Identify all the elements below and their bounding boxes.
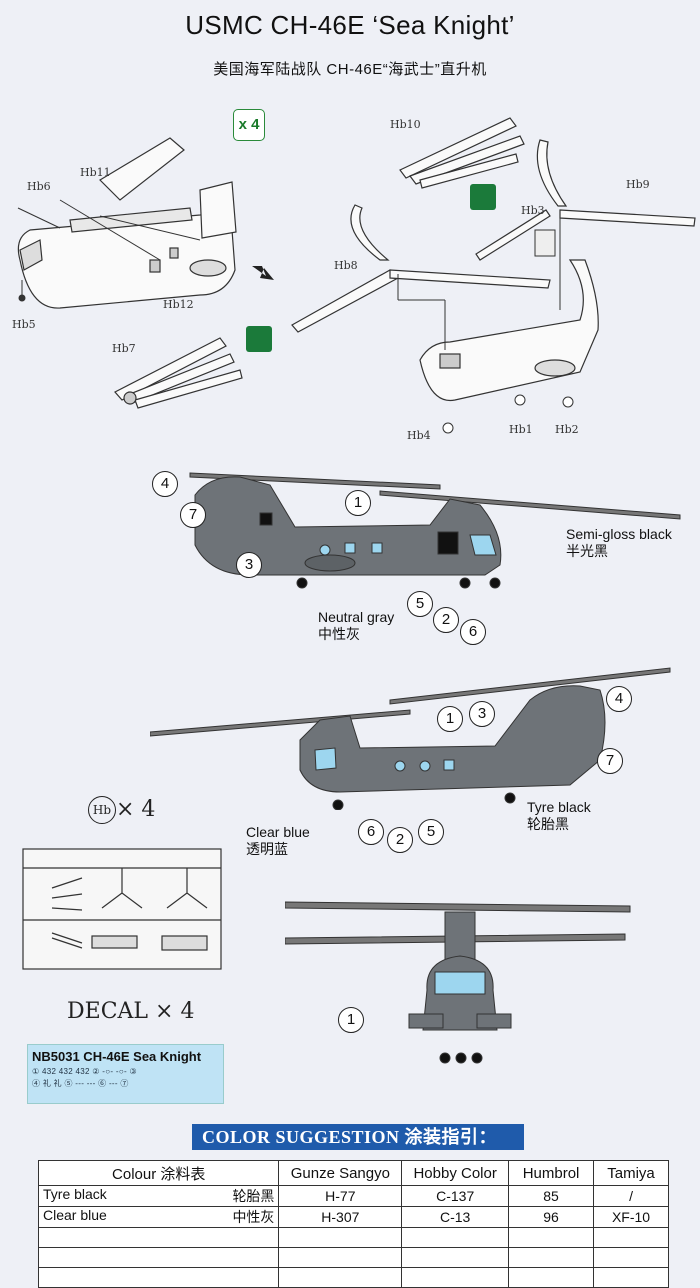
callout-1: 1 [345,490,371,516]
helicopter-side-view-right [150,667,671,810]
rotor-assembly-drawing [291,117,696,434]
column-header-colour: Colour 涂料表 [37,1160,280,1186]
column-header-humbrol: Humbrol [508,1160,595,1186]
page-title: USMC CH-46E ‘Sea Knight’ [185,10,515,40]
callout-1: 1 [437,706,463,732]
gunze-cell: H-77 [278,1185,403,1207]
label-neutral-gray: Neutral gray [318,609,395,625]
label-neutral-gray-cn: 中性灰 [318,626,360,642]
sprue-qty: × 4 [116,797,156,822]
part-label-hb11: Hb11 [80,166,111,179]
callout-2: 2 [387,827,413,853]
part-label-hb10: Hb10 [390,118,421,131]
quantity-badge: x 4 [233,109,265,141]
part-label-hb1: Hb1 [509,423,533,436]
arrow-right-icon [252,266,274,280]
sprue-drawing [22,848,222,970]
part-label-hb7: Hb7 [112,342,136,355]
part-label-hb9: Hb9 [626,178,650,191]
callout-5: 5 [418,819,444,845]
sprue-label: Hb× 4 [88,796,155,824]
callout-4: 4 [152,471,178,497]
table-row [37,1227,669,1248]
tamiya-cell: / [593,1185,669,1207]
decal-sheet: NB5031 CH-46E Sea Knight ① 432 432 432 ②… [27,1044,224,1104]
hobby-color-cell: C-13 [401,1206,510,1228]
label-semi-gloss-black: Semi-gloss black [566,526,672,542]
label-semi-gloss-black-cn: 半光黑 [566,543,608,559]
label-tyre-black: Tyre black [527,799,591,815]
glue-icon [246,326,272,352]
decal-row-1: ① 432 432 432 ② -○- -○- ③ [32,1067,137,1076]
colour-name: Clear blue [43,1207,107,1223]
callout-6: 6 [358,819,384,845]
glue-icon [470,184,496,210]
colour-name-cn: 轮胎黑 [232,1188,275,1204]
column-header-hobby-color: Hobby Color [401,1160,510,1186]
part-label-hb8: Hb8 [334,259,358,272]
callout-3: 3 [469,701,495,727]
fuselage-assembly-drawing [17,137,237,309]
hobby-color-cell: C-137 [401,1185,510,1207]
colour-name-cn: 中性灰 [232,1209,275,1225]
rotor-blades-hb7-drawing [114,337,243,409]
label-clear-blue: Clear blue [246,824,310,840]
callout-4: 4 [606,686,632,712]
color-suggestion-table: Colour 涂料表 Gunze Sangyo Hobby Color Humb… [37,1160,669,1288]
part-label-hb6: Hb6 [27,180,51,193]
part-label-hb3: Hb3 [521,204,545,217]
helicopter-side-view-left [189,472,681,589]
colour-cell: Tyre black 轮胎黑 [37,1185,280,1207]
callout-3: 3 [236,552,262,578]
humbrol-cell: 85 [508,1185,595,1207]
part-label-hb5: Hb5 [12,318,36,331]
table-row: Tyre black 轮胎黑 H-77 C-137 85 / [37,1185,669,1207]
humbrol-cell: 96 [508,1206,595,1228]
tamiya-cell: XF-10 [593,1206,669,1228]
colour-name: Tyre black [43,1186,107,1202]
part-label-hb4: Hb4 [407,429,431,442]
decal-qty-label: DECAL × 4 [67,999,195,1024]
table-row: Clear blue 中性灰 H-307 C-13 96 XF-10 [37,1206,669,1228]
gunze-cell: H-307 [278,1206,403,1228]
sprue-id-badge: Hb [88,796,116,824]
color-suggestion-banner: COLOR SUGGESTION 涂装指引： [192,1124,524,1150]
decal-sheet-title: NB5031 CH-46E Sea Knight [32,1049,202,1064]
table-header-row: Colour 涂料表 Gunze Sangyo Hobby Color Humb… [37,1160,669,1186]
table-row [37,1247,669,1268]
callout-7: 7 [180,502,206,528]
callout-6: 6 [460,619,486,645]
column-header-tamiya: Tamiya [593,1160,669,1186]
callout-7: 7 [597,748,623,774]
callout-2: 2 [433,607,459,633]
decal-row-2: ④ 礼 礼 ⑤ --- --- ⑥ --- ⑦ [32,1079,129,1088]
part-label-hb2: Hb2 [555,423,579,436]
label-tyre-black-cn: 轮胎黑 [527,816,569,832]
column-header-gunze: Gunze Sangyo [278,1160,403,1186]
page-subtitle: 美国海军陆战队 CH-46E“海武士”直升机 [213,61,487,78]
colour-cell: Clear blue 中性灰 [37,1206,280,1228]
part-label-hb12: Hb12 [163,298,194,311]
label-clear-blue-cn: 透明蓝 [246,841,288,857]
callout-1: 1 [338,1007,364,1033]
callout-5: 5 [407,591,433,617]
helicopter-front-view [285,901,631,1064]
